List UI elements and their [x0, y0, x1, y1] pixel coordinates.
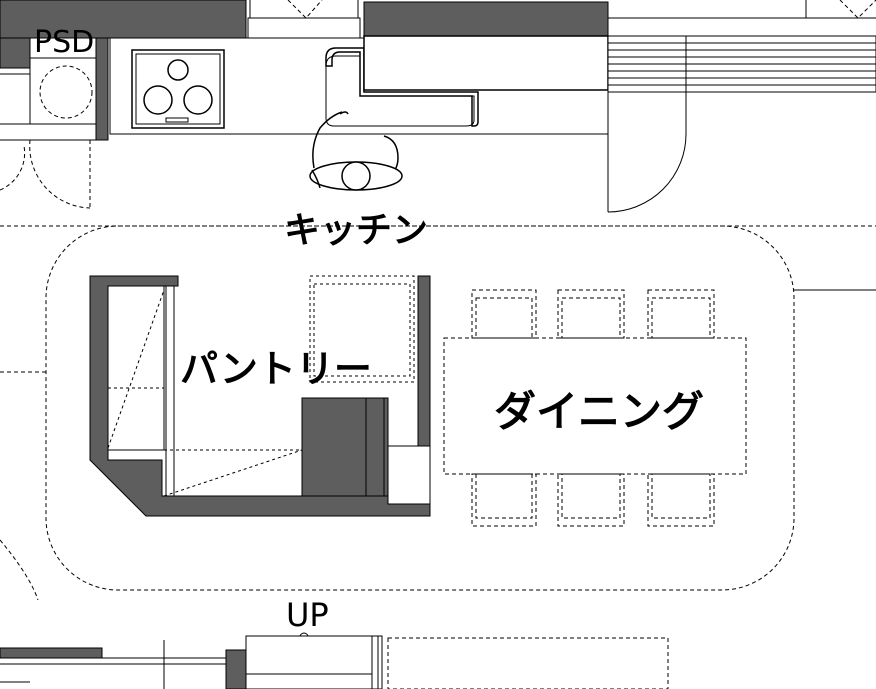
person-head: [341, 161, 371, 191]
dining-chair: [647, 473, 715, 527]
right-door-swing: [607, 133, 687, 213]
kitchen-counter: [109, 35, 609, 135]
right-hatched-area: [607, 35, 876, 213]
range-hood: [363, 35, 609, 91]
wall-psd-post: [95, 37, 109, 141]
dining-chair: [561, 473, 621, 519]
burner-icon: [167, 59, 189, 81]
dining-chairs-top: [471, 289, 715, 339]
top-door-swing: [287, 0, 323, 19]
wall-top-left: [0, 0, 247, 39]
hatch-lines: [608, 42, 876, 86]
psd-area: PSD: [0, 25, 108, 209]
dining-chair: [651, 297, 711, 339]
dining-label: ダイニング: [494, 387, 704, 436]
psd-pipe: [39, 65, 93, 119]
cooktop-inner: [135, 53, 221, 125]
dining-chair: [561, 297, 621, 339]
dining-chair: [475, 473, 533, 519]
wall-bottom-left: [0, 647, 103, 659]
dining-table: [443, 337, 747, 475]
wall-top-window: [247, 17, 361, 39]
psd-label: PSD: [34, 25, 94, 60]
top-door-swing-2: [839, 0, 876, 19]
dining-chair: [471, 289, 537, 339]
left-door-swing: [0, 145, 26, 191]
up-label: UP: [286, 596, 329, 634]
wall-bottom-post: [225, 649, 247, 689]
top-walls: [0, 0, 876, 141]
pantry: [89, 275, 431, 517]
kitchen-label: キッチン: [284, 210, 428, 251]
dining-chair: [475, 297, 533, 339]
dining-chair: [647, 289, 715, 339]
psd-box: [29, 57, 97, 125]
person-figure: [309, 111, 403, 191]
wall-top-right: [363, 1, 609, 37]
cooktop-control: [165, 117, 189, 123]
psd-door-swing: [29, 139, 91, 209]
pantry-label: パントリー: [180, 347, 372, 391]
dining-chair: [651, 473, 711, 519]
stairs-area: UP: [0, 596, 669, 689]
sink-basin: [325, 55, 475, 127]
wall-left-psd: [0, 37, 31, 69]
pantry-diag: [107, 289, 165, 449]
dining-chairs-bottom: [471, 473, 715, 527]
stair-dashed-area: [387, 637, 669, 689]
dining-chair: [557, 473, 625, 527]
pantry-fridge: [301, 397, 389, 497]
dining-chair: [557, 289, 625, 339]
pantry-fixture-inner: [313, 283, 411, 377]
burner-icon: [143, 85, 173, 115]
pantry-box: [387, 445, 431, 505]
left-lower-door-swing: [0, 539, 39, 601]
pantry-diag: [163, 449, 303, 497]
burner-icon: [183, 85, 213, 115]
dining-set: [443, 289, 747, 527]
pantry-fixture: [309, 275, 415, 383]
stair-box: [245, 635, 383, 689]
